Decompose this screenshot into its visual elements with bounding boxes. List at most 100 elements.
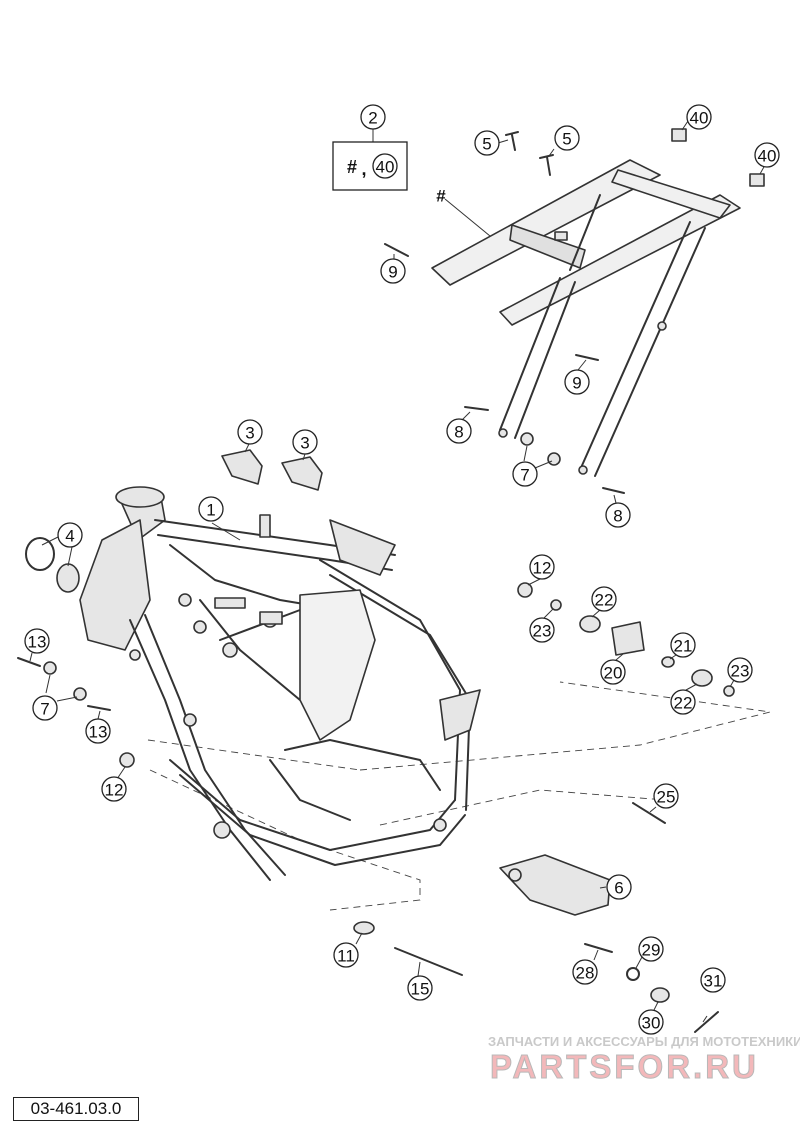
callout-40b: 40: [754, 142, 780, 168]
callouts: 2 5 5 40 40 9 9 8 8 7 3 3 1 4 13 7 13 12…: [24, 104, 780, 1035]
callout-5b: 5: [554, 125, 580, 151]
subframe-group-label: #: [436, 187, 446, 206]
bush-22a: [579, 615, 601, 633]
svg-text:,: ,: [361, 159, 366, 179]
svg-text:3: 3: [245, 424, 254, 443]
callout-22a: 22: [591, 586, 617, 612]
cotter-pin-31: [694, 1011, 719, 1033]
callout-11: 11: [333, 942, 359, 968]
svg-text:7: 7: [520, 466, 529, 485]
callout-9b: 9: [564, 369, 590, 395]
callout-30: 30: [638, 1009, 664, 1035]
callout-25: 25: [653, 783, 679, 809]
subframe: [431, 159, 741, 477]
leader-lines: [29, 120, 766, 1023]
bolt-9b: [575, 354, 599, 361]
svg-text:40: 40: [376, 158, 395, 177]
callout-8a: 8: [446, 418, 472, 444]
watermark-brand: PARTSFOR.RU: [490, 1048, 759, 1085]
spring-29: [626, 967, 640, 981]
bolt-8b: [602, 487, 625, 494]
cap-40b: [749, 173, 765, 187]
watermark: ЗАПЧАСТИ И АКСЕССУАРЫ ДЛЯ МОТОТЕХНИКИ PA…: [488, 1034, 800, 1086]
nut-12a: [119, 752, 135, 768]
callout-31: 31: [700, 967, 726, 993]
callout-40a: 40: [686, 104, 712, 130]
screw-5b: [539, 154, 554, 176]
callout-28: 28: [572, 959, 598, 985]
callout-12b: 12: [529, 554, 555, 580]
svg-text:29: 29: [642, 941, 661, 960]
cover-right: [281, 456, 323, 491]
watermark-tagline: ЗАПЧАСТИ И АКСЕССУАРЫ ДЛЯ МОТОТЕХНИКИ: [488, 1034, 800, 1049]
callout-3b: 3: [292, 429, 318, 455]
svg-text:23: 23: [533, 622, 552, 641]
callout-21: 21: [670, 632, 696, 658]
svg-text:8: 8: [613, 507, 622, 526]
callout-7a: 7: [512, 461, 538, 487]
svg-text:20: 20: [604, 664, 623, 683]
svg-text:9: 9: [388, 263, 397, 282]
callout-6: 6: [606, 874, 632, 900]
diagram-ref-code: 03-461.03.0: [13, 1097, 139, 1121]
callout-1: 1: [198, 496, 224, 522]
nut-7a: [520, 432, 534, 446]
nut-12b: [517, 582, 533, 598]
bolt-13b: [87, 705, 111, 711]
callout-15: 15: [407, 975, 433, 1001]
callout-29: 29: [638, 936, 664, 962]
bolt-13a: [17, 657, 41, 667]
svg-text:30: 30: [642, 1014, 661, 1033]
bolt-8a: [464, 406, 489, 411]
svg-text:28: 28: [576, 964, 595, 983]
callout-4: 4: [57, 522, 83, 548]
svg-text:40: 40: [758, 147, 777, 166]
kit-box-group-label: #: [347, 157, 357, 177]
washer-30: [650, 987, 670, 1003]
svg-text:6: 6: [614, 879, 623, 898]
callout-13b: 13: [85, 718, 111, 744]
callout-9a: 9: [380, 258, 406, 284]
kit-box: # , 40: [332, 141, 408, 191]
callout-23a: 23: [529, 617, 555, 643]
ring-small: [56, 563, 80, 593]
svg-text:21: 21: [674, 637, 693, 656]
svg-text:8: 8: [454, 423, 463, 442]
bolt-15: [394, 947, 463, 976]
svg-text:5: 5: [562, 130, 571, 149]
svg-text:25: 25: [657, 788, 676, 807]
sleeve-21: [661, 656, 675, 668]
svg-text:9: 9: [572, 374, 581, 393]
nut-7d: [73, 687, 87, 701]
bolt-9a: [384, 243, 409, 257]
svg-text:7: 7: [40, 700, 49, 719]
callout-20: 20: [600, 659, 626, 685]
main-frame: [79, 486, 481, 881]
svg-text:12: 12: [533, 559, 552, 578]
bolt-25: [632, 802, 666, 824]
svg-text:1: 1: [206, 501, 215, 520]
callout-12a: 12: [101, 776, 127, 802]
callout-22b: 22: [670, 689, 696, 715]
svg-text:13: 13: [89, 723, 108, 742]
svg-text:2: 2: [368, 109, 377, 128]
washer-11: [353, 921, 375, 935]
svg-text:40: 40: [690, 109, 709, 128]
pin-28: [584, 943, 613, 953]
washer-23a: [550, 599, 562, 611]
svg-text:4: 4: [65, 527, 74, 546]
svg-text:23: 23: [731, 662, 750, 681]
callout-8b: 8: [605, 502, 631, 528]
svg-text:5: 5: [482, 135, 491, 154]
svg-text:31: 31: [704, 972, 723, 991]
callout-2: 2: [360, 104, 386, 130]
footrest-6: [499, 854, 611, 916]
ring-large: [25, 537, 55, 571]
svg-text:12: 12: [105, 781, 124, 800]
callout-7b: 7: [32, 695, 58, 721]
callout-5a: 5: [474, 130, 500, 156]
bush-22b: [691, 669, 713, 687]
assembly-guide-lines: [147, 681, 771, 911]
screw-5a: [505, 131, 519, 151]
nut-7b: [547, 452, 561, 466]
